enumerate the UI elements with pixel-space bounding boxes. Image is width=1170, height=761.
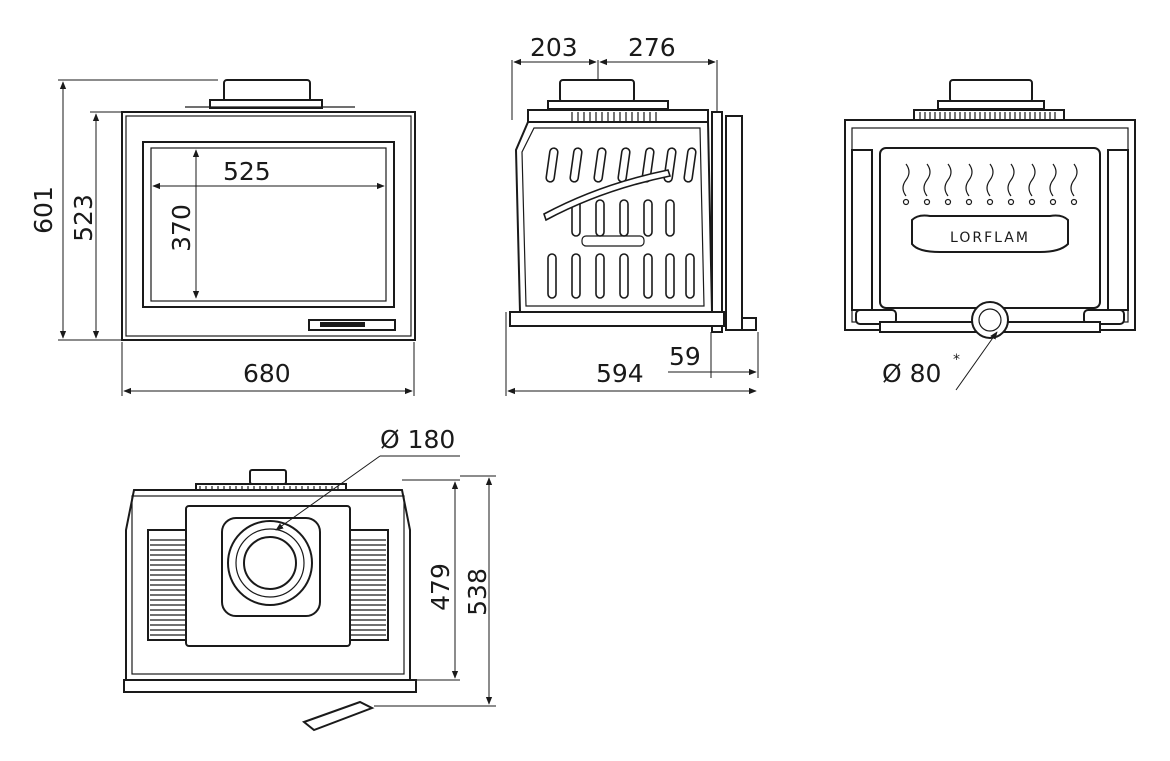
rear-slot-dot xyxy=(1028,198,1036,206)
dim-label-180: Ø 180 xyxy=(380,425,455,454)
side-mid-rib xyxy=(643,199,653,237)
side-lower-rib xyxy=(571,253,581,299)
rear-slot xyxy=(965,163,973,197)
rear-slot xyxy=(944,163,952,197)
rear-slot-dot xyxy=(944,198,952,206)
dim-label-80: Ø 80 xyxy=(882,359,941,388)
side-lower-rib xyxy=(547,253,557,299)
side-upper-rib xyxy=(545,147,559,183)
rear-slot xyxy=(1007,163,1015,197)
side-door-frame xyxy=(711,111,723,333)
dim-label-59: 59 xyxy=(669,342,701,371)
rear-view: LORFLAM Ø 80 * xyxy=(844,79,1136,391)
rear-slot-dot xyxy=(902,198,910,206)
rear-slot xyxy=(902,163,910,197)
side-lower-rib xyxy=(595,253,605,299)
side-lower-rib xyxy=(619,253,629,299)
rear-slot-dot xyxy=(986,198,994,206)
side-diagonal-rib xyxy=(543,169,672,222)
top-control-lever xyxy=(301,700,375,732)
dim-leader-80 xyxy=(955,331,998,391)
side-mid-rib xyxy=(595,199,605,237)
dim-label-680: 680 xyxy=(243,359,291,388)
dim-label-594: 594 xyxy=(596,359,644,388)
side-logo xyxy=(581,235,645,247)
rear-slot xyxy=(1028,163,1036,197)
side-lower-rib xyxy=(685,253,695,299)
rear-slot-dot xyxy=(1007,198,1015,206)
rear-air-inlet xyxy=(971,301,1009,339)
front-view: 601 523 525 370 680 xyxy=(29,79,416,396)
rear-slot-dot xyxy=(965,198,973,206)
dim-label-525: 525 xyxy=(223,157,271,186)
dim-label-370: 370 xyxy=(167,204,196,252)
side-lower-rib xyxy=(665,253,675,299)
top-view: Ø 180 479 538 xyxy=(123,425,496,732)
front-glass xyxy=(142,141,395,308)
rear-slot-dot xyxy=(923,198,931,206)
top-front-base xyxy=(123,679,417,693)
side-mid-rib xyxy=(619,199,629,237)
side-upper-rib xyxy=(593,147,607,183)
rear-slot xyxy=(1049,163,1057,197)
side-top-grill xyxy=(527,109,709,123)
dim-label-601: 601 xyxy=(29,186,58,234)
rear-slot xyxy=(923,163,931,197)
rear-slot-dot xyxy=(1070,198,1078,206)
dim-label-538: 538 xyxy=(463,568,492,616)
dim-label-479: 479 xyxy=(426,563,455,611)
dim-label-523: 523 xyxy=(69,194,98,242)
side-front-panel xyxy=(725,115,743,331)
rear-flue-collar xyxy=(949,79,1033,103)
side-base xyxy=(509,311,725,327)
front-collar-base xyxy=(209,99,323,109)
dim-asterisk-80: * xyxy=(953,352,960,368)
rear-brand-plate xyxy=(911,214,1069,253)
dim-label-276: 276 xyxy=(628,33,676,62)
side-mid-rib xyxy=(665,199,675,237)
side-upper-rib xyxy=(683,147,697,183)
side-lower-rib xyxy=(643,253,653,299)
rear-slot-dot xyxy=(1049,198,1057,206)
rear-slot xyxy=(986,163,994,197)
dim-label-203: 203 xyxy=(530,33,578,62)
side-upper-rib xyxy=(569,147,583,183)
rear-brand-text: LORFLAM xyxy=(950,230,1030,246)
dim-leader-180 xyxy=(275,455,381,531)
rear-slot xyxy=(1070,163,1078,197)
side-flue-collar xyxy=(559,79,635,103)
side-view: 203 276 59 594 xyxy=(505,33,759,396)
